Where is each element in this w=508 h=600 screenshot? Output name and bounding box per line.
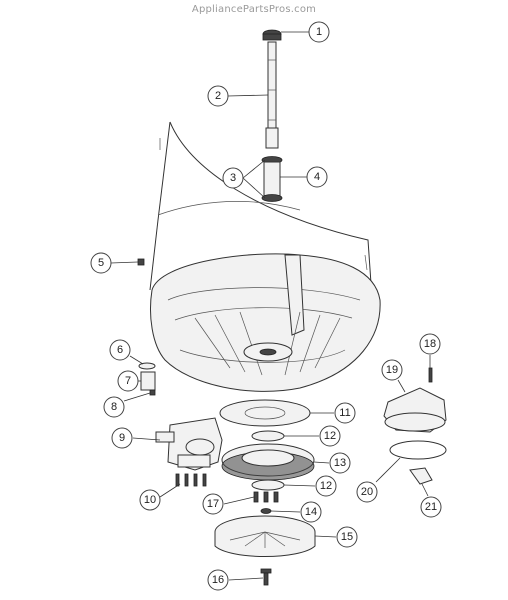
svg-text:15: 15: [341, 531, 353, 543]
callout-18: 18: [419, 333, 441, 355]
drive-shaft: [265, 41, 279, 149]
callout-20: 20: [356, 481, 378, 503]
callout-5: 5: [90, 252, 112, 274]
callout-15: 15: [336, 526, 358, 548]
pump-screws: [175, 473, 207, 487]
svg-text:1: 1: [316, 26, 322, 38]
svg-text:7: 7: [125, 375, 131, 387]
svg-text:11: 11: [339, 407, 350, 419]
callout-17: 17: [202, 493, 224, 515]
svg-text:17: 17: [207, 498, 219, 510]
watermark: AppliancePartsPros.com: [191, 4, 317, 15]
coupler-parts: [138, 362, 156, 396]
callout-11: 11: [334, 402, 356, 424]
callout-21: 21: [420, 496, 442, 518]
svg-text:12: 12: [324, 430, 336, 442]
pulley-gear: [221, 443, 315, 481]
callout-13: 13: [329, 452, 351, 474]
svg-text:16: 16: [212, 574, 224, 586]
bolts: [253, 491, 279, 514]
bearings: [261, 156, 283, 202]
svg-text:12: 12: [320, 480, 332, 492]
callout-6: 6: [109, 339, 131, 361]
callout-4: 4: [306, 166, 328, 188]
callout-1: 1: [308, 21, 330, 43]
callout-2: 2: [207, 85, 229, 107]
svg-text:20: 20: [361, 486, 373, 498]
bottom-cover: [214, 515, 316, 557]
callout-16: 16: [207, 569, 229, 591]
svg-text:6: 6: [117, 344, 123, 356]
cover-screw: [260, 568, 272, 586]
pump: [155, 417, 223, 471]
svg-text:21: 21: [425, 501, 437, 513]
callout-8: 8: [103, 396, 125, 418]
tub-shell: [149, 121, 373, 299]
svg-text:8: 8: [111, 401, 117, 413]
callout-12-upper: 12: [319, 425, 341, 447]
callout-14: 14: [300, 501, 322, 523]
lower-washer: [251, 479, 285, 491]
svg-text:13: 13: [334, 457, 346, 469]
callout-12-lower: 12: [315, 475, 337, 497]
callout-10: 10: [139, 489, 161, 511]
tub-base-assembly: [150, 253, 381, 392]
svg-text:19: 19: [386, 364, 398, 376]
shaft-cap: [262, 29, 282, 41]
callout-19: 19: [381, 359, 403, 381]
svg-text:18: 18: [424, 338, 436, 350]
svg-text:5: 5: [98, 257, 104, 269]
svg-text:10: 10: [144, 494, 156, 506]
svg-text:14: 14: [305, 506, 317, 518]
svg-text:9: 9: [119, 432, 125, 444]
small-clip: [137, 258, 145, 266]
svg-text:2: 2: [215, 90, 221, 102]
drive-belt: [389, 440, 447, 460]
callout-9: 9: [111, 427, 133, 449]
callout-3: 3: [222, 167, 244, 189]
clip: [409, 467, 433, 485]
upper-washer: [251, 430, 285, 442]
svg-text:3: 3: [230, 172, 236, 184]
leader-lines: [110, 31, 431, 581]
svg-text:4: 4: [314, 171, 320, 183]
mounting-plate: [219, 399, 311, 427]
motor-assembly: [383, 367, 447, 433]
callout-7: 7: [117, 370, 139, 392]
